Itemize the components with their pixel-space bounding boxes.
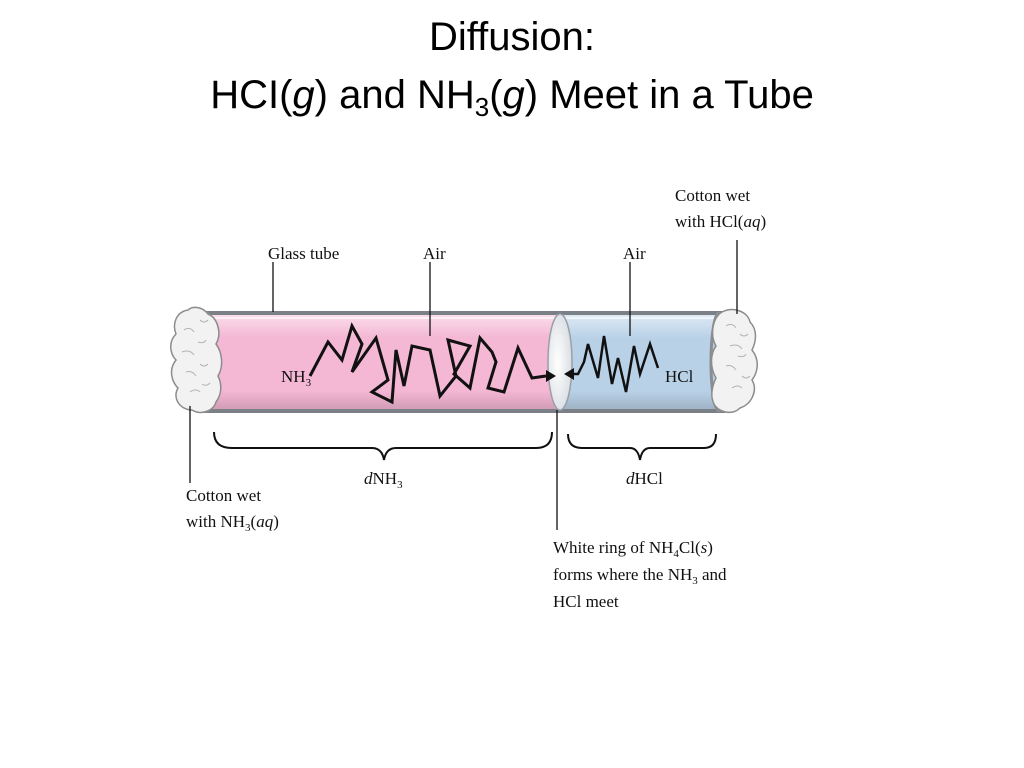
glass-tube <box>197 311 729 413</box>
nh3-arrowhead <box>546 370 556 382</box>
title-line-1: Diffusion: <box>428 15 595 59</box>
label-d-hcl: dHCl <box>626 469 663 488</box>
brace-d-nh3 <box>213 431 553 461</box>
label-ring-3: HCl meet <box>553 592 619 611</box>
hcl-arrowhead <box>564 368 574 380</box>
label-d-nh3: dNH3 <box>364 469 403 491</box>
label-air-left: Air <box>423 244 446 263</box>
cotton-nh3 <box>170 306 223 414</box>
label-glass-tube: Glass tube <box>268 244 339 263</box>
label-hcl: HCl <box>665 367 694 386</box>
label-ring-2: forms where the NH3 and <box>553 565 727 587</box>
white-ring <box>547 313 573 411</box>
hcl-diffusion-path <box>572 335 660 393</box>
label-cotton-nh3-2: with NH3(aq) <box>186 512 279 534</box>
label-nh3: NH3 <box>281 367 312 389</box>
label-air-right: Air <box>623 244 646 263</box>
nh3-diffusion-path <box>308 322 547 405</box>
label-cotton-nh3-1: Cotton wet <box>186 486 261 505</box>
label-ring-1: White ring of NH4Cl(s) <box>553 538 713 560</box>
label-cotton-hcl-2: with HCl(aq) <box>675 212 766 231</box>
cotton-hcl <box>710 308 758 414</box>
title-line-2: HCI(g) and NH3(g) Meet in a Tube <box>210 73 814 122</box>
brace-d-hcl <box>567 433 717 461</box>
label-cotton-hcl-1: Cotton wet <box>675 186 750 205</box>
slide-title: Diffusion: HCI(g) and NH3(g) Meet in a T… <box>0 8 1024 124</box>
